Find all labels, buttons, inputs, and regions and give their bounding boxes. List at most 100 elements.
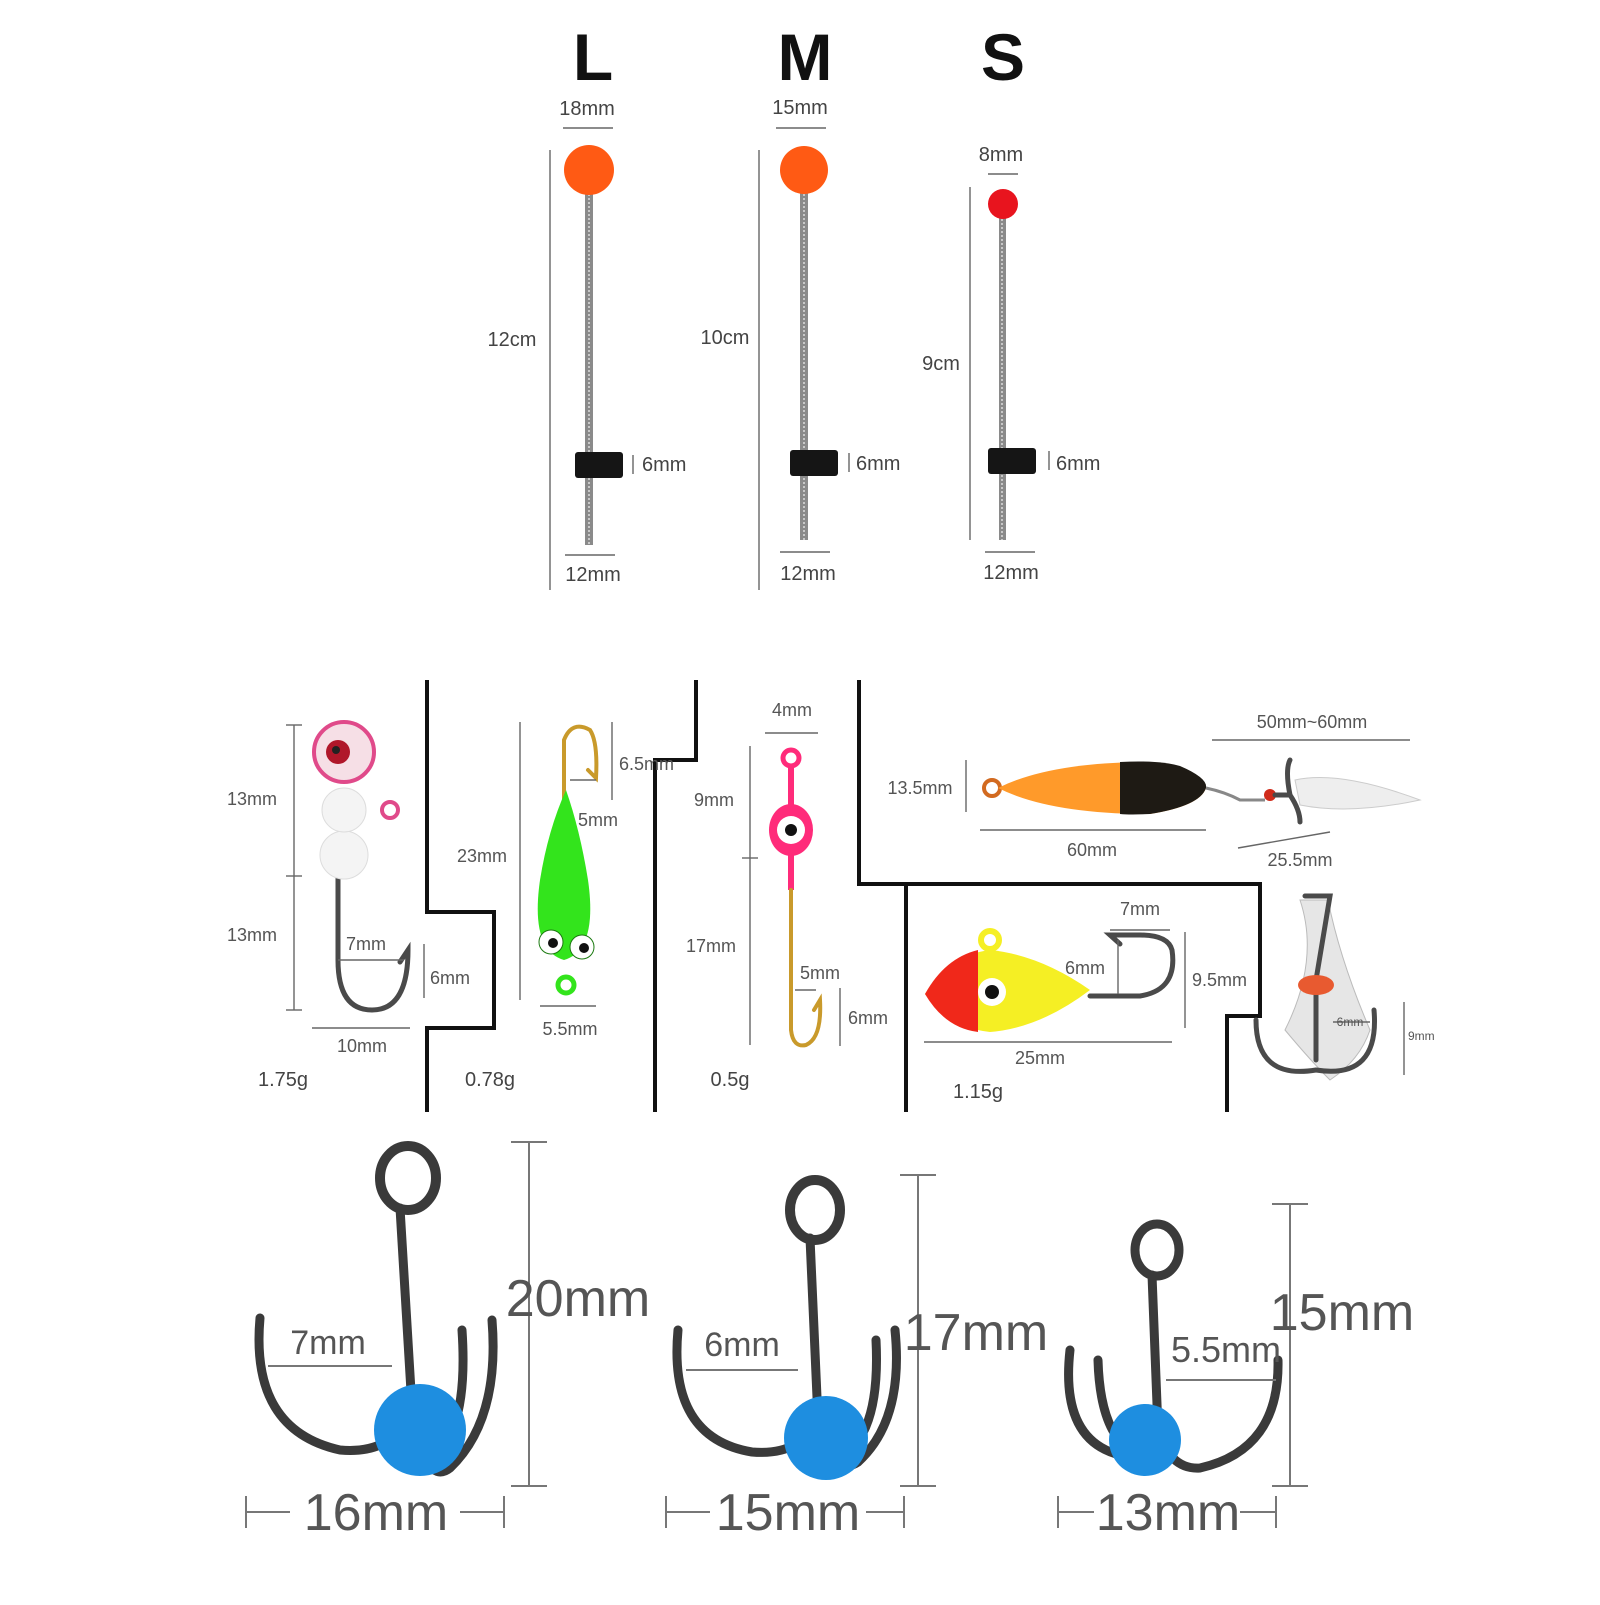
divider-3 (857, 680, 1262, 1112)
minnow-gap-dim: 7mm (1120, 899, 1160, 919)
jig-pink: 4mm 9mm 17mm 5mm 6mm 0.5g (686, 700, 888, 1091)
treble-s-gap-dim: 5.5mm (1171, 1329, 1281, 1370)
jig1-weight: 1.75g (258, 1069, 308, 1091)
float-m-length-dim: 10cm (701, 327, 750, 349)
jig1-width-dim: 10mm (337, 1036, 387, 1056)
minnow-length-dim: 25mm (1015, 1048, 1065, 1068)
float-s-ball-dim: 8mm (979, 144, 1023, 166)
float-ball (564, 145, 614, 195)
spoon-tail (1120, 761, 1207, 815)
treble-bead (374, 1384, 466, 1476)
minnow-barb-dim: 6mm (1065, 958, 1105, 978)
hook-shape (562, 724, 599, 802)
treble-medium: 6mm 17mm 15mm (665, 1174, 1048, 1542)
divider-2 (653, 680, 698, 1112)
jig-white: 13mm 13mm 7mm 6mm 10mm 1.75g (227, 720, 470, 1091)
section-dividers (425, 680, 1262, 1112)
treble-hook (1253, 893, 1378, 1074)
spoon-height-dim: 13.5mm (887, 778, 952, 798)
minnow-jig: 7mm 6mm 9.5mm 25mm 1.15g (924, 899, 1247, 1103)
line-tie-eye (555, 974, 577, 996)
float-l-length-dim: 12cm (488, 329, 537, 351)
jig-body (321, 787, 367, 833)
eye-pupil (332, 746, 340, 754)
float-stopper (575, 452, 623, 478)
hook-shape (1087, 932, 1176, 999)
jig3-eye-dim: 4mm (772, 700, 812, 720)
treble-large: 7mm 20mm 16mm (245, 1141, 650, 1542)
treble-s-height-dim: 15mm (1270, 1284, 1414, 1342)
jig1-head2-dim: 13mm (227, 925, 277, 945)
hook-eye (785, 1175, 845, 1245)
jig3-shank-dim: 17mm (686, 936, 736, 956)
dim-line (1237, 831, 1331, 849)
size-label-l: L (573, 20, 613, 94)
treble-bead (1264, 789, 1276, 801)
treble-l-gap-dim: 7mm (290, 1324, 366, 1362)
jig1-gap-dim: 7mm (346, 934, 386, 954)
jig1-barb-dim: 6mm (430, 968, 470, 988)
float-medium: M 15mm 10cm 6mm 12mm (701, 20, 900, 590)
jig1-head1-dim: 13mm (227, 789, 277, 809)
feather-height-dim: 9mm (1408, 1029, 1435, 1043)
jig3-barb-dim: 6mm (848, 1008, 888, 1028)
float-stopper (988, 448, 1036, 474)
float-stopper (790, 450, 838, 476)
treble-hook (1272, 757, 1303, 825)
eye-pupil (579, 943, 589, 953)
jig2-length-dim: 23mm (457, 846, 507, 866)
treble-s-width-dim: 13mm (1096, 1484, 1240, 1542)
size-label-s: S (981, 20, 1025, 94)
float-l-base-dim: 12mm (565, 564, 621, 586)
eye-pupil (785, 824, 797, 836)
spoon-treble-dim: 25.5mm (1267, 850, 1332, 870)
float-m-stopper-dim: 6mm (856, 453, 900, 475)
spoon-length-dim: 60mm (1067, 840, 1117, 860)
jig2-top-dim: 6.5mm (619, 754, 674, 774)
hook-shape (789, 888, 823, 1048)
treble-shank (805, 1233, 823, 1425)
jig2-width-dim: 5.5mm (542, 1019, 597, 1039)
treble-m-width-dim: 15mm (716, 1484, 860, 1542)
treble-bead (1298, 975, 1334, 995)
float-s-length-dim: 9cm (922, 353, 960, 375)
treble-l-height-dim: 20mm (506, 1270, 650, 1328)
jig3-head-dim: 9mm (694, 790, 734, 810)
treble-shank (395, 1203, 417, 1413)
jig-head (925, 950, 978, 1032)
float-small: S 8mm 9cm 6mm 12mm (922, 20, 1100, 584)
line-tie-eye (982, 778, 1002, 798)
float-ball (988, 189, 1018, 219)
jig3-weight: 0.5g (711, 1069, 750, 1091)
float-m-base-dim: 12mm (780, 563, 836, 585)
float-stem (800, 190, 808, 540)
eye-pupil (548, 938, 558, 948)
jig2-weight: 0.78g (465, 1069, 515, 1091)
jig-body (319, 830, 369, 880)
divider-1 (425, 680, 496, 1112)
size-label-m: M (778, 20, 833, 94)
float-m-ball-dim: 15mm (772, 97, 828, 119)
line-tie-eye (780, 747, 802, 769)
float-stem (999, 215, 1006, 540)
feather-treble: 6mm 9mm (1253, 893, 1435, 1081)
jig-green: 23mm 6.5mm 5mm 5.5mm 0.78g (457, 722, 674, 1091)
eye-pupil (985, 985, 999, 999)
line-tie-eye (978, 928, 1002, 952)
treble-shank (1147, 1270, 1163, 1435)
split-ring (1205, 786, 1265, 802)
treble-l-width-dim: 16mm (304, 1484, 448, 1542)
treble-m-height-dim: 17mm (904, 1304, 1048, 1362)
minnow-height-dim: 9.5mm (1192, 970, 1247, 990)
jig3-gap-dim: 5mm (800, 963, 840, 983)
spoon-leader-dim: 50mm~60mm (1257, 712, 1368, 732)
float-s-base-dim: 12mm (983, 562, 1039, 584)
feather-gap-dim: 6mm (1337, 1015, 1364, 1029)
minnow-weight: 1.15g (953, 1081, 1003, 1103)
jig-body (537, 790, 591, 960)
hook-shape (335, 872, 411, 1013)
float-s-stopper-dim: 6mm (1056, 453, 1100, 475)
treble-bead (1109, 1404, 1181, 1476)
